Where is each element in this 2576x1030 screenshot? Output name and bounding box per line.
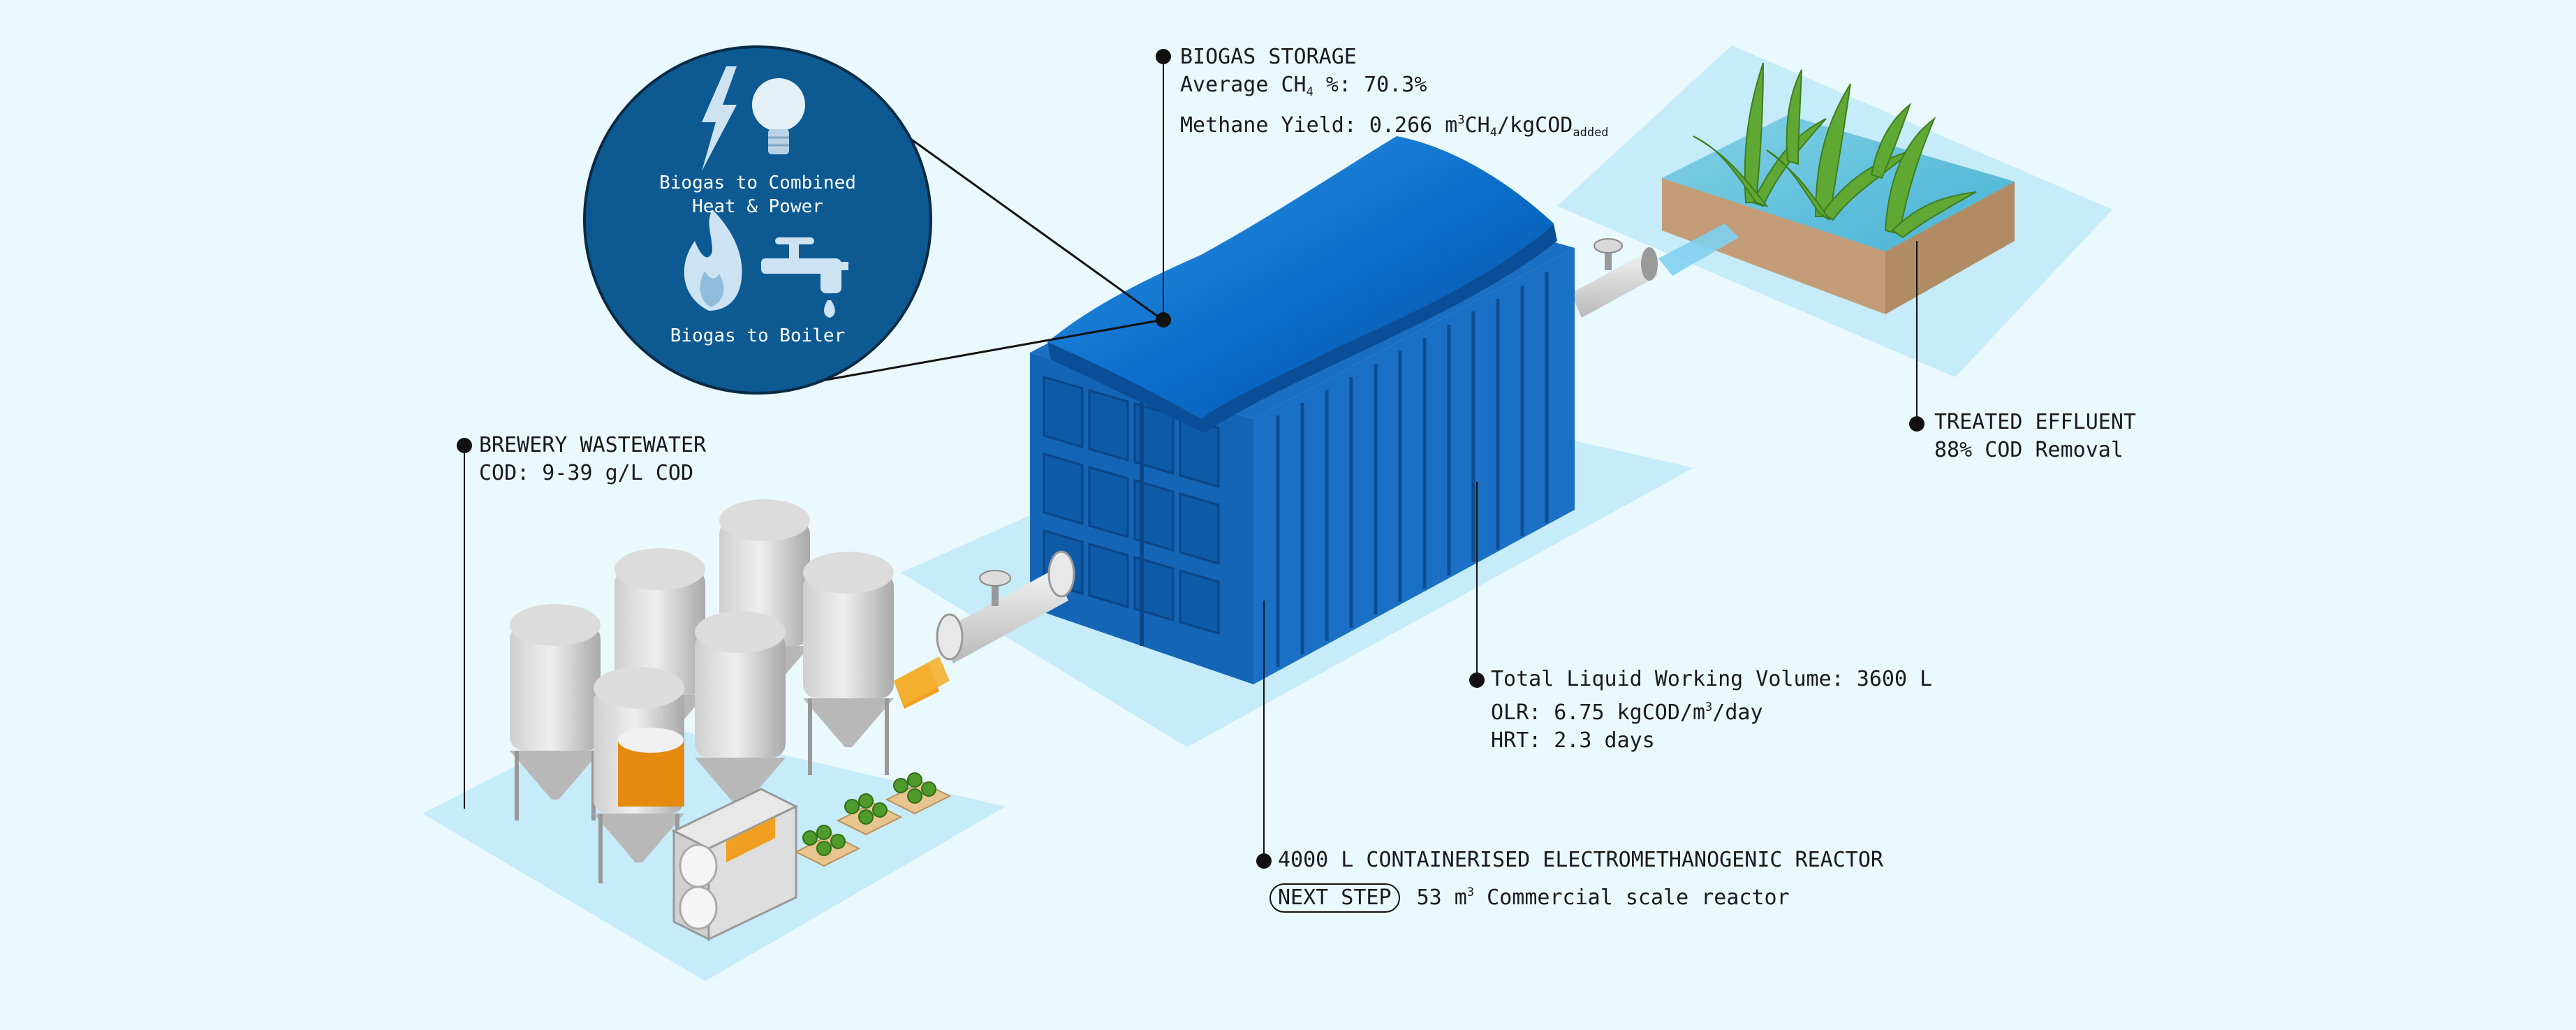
inlet-pipe	[894, 550, 1075, 709]
next-step-badge: NEXT STEP	[1269, 883, 1400, 913]
effluent-title: TREATED EFFLUENT	[1934, 410, 2136, 434]
flame-icon	[684, 209, 742, 311]
effluent-marker	[1909, 416, 1924, 432]
brewery-cod-value: COD: 9-39 g/L COD	[479, 461, 694, 485]
reactor-leader	[1263, 601, 1265, 862]
brewery-leader	[464, 446, 465, 809]
working-volume-value: Total Liquid Working Volume: 3600 L	[1491, 667, 1933, 691]
lightning-icon	[702, 66, 737, 171]
cod-removal-value: 88% COD Removal	[1934, 438, 2124, 462]
effluent-label: TREATED EFFLUENT 88% COD Removal	[1934, 409, 2136, 464]
reactor-title: 4000 L CONTAINERISED ELECTROMETHANOGENIC…	[1278, 848, 1883, 872]
hrt-value: HRT: 2.3 days	[1491, 728, 1655, 753]
reactor-params-marker	[1469, 672, 1485, 688]
bubble-leader-bottom	[809, 318, 1163, 384]
bubble-leader-top	[872, 110, 1163, 321]
brewery-title: BREWERY WASTEWATER	[479, 433, 707, 457]
boiler-label: Biogas to Boiler	[670, 325, 846, 346]
effluent-leader	[1916, 241, 1918, 422]
chp-label-line2: Heat & Power	[692, 196, 823, 217]
next-step-line: NEXT STEP 53 m3 Commercial scale reactor	[1269, 878, 1883, 913]
chp-label-line1: Biogas to Combined	[659, 172, 856, 193]
keg-rack	[671, 788, 799, 941]
fermenter-tanks	[510, 499, 894, 883]
olr-value: OLR: 6.75 kgCOD/m3/day	[1491, 700, 1763, 725]
biogas-bag	[1047, 136, 1557, 433]
biogas-storage-title: BIOGAS STORAGE	[1180, 45, 1357, 69]
chp-label: Biogas to Combined Heat & Power	[649, 171, 866, 219]
biogas-storage-label: BIOGAS STORAGE Average CH4 %: 70.3% Meth…	[1180, 43, 1609, 147]
brewery-label: BREWERY WASTEWATER COD: 9-39 g/L COD	[479, 432, 706, 487]
reactor-params-leader	[1476, 482, 1478, 677]
beer-crates	[794, 772, 952, 867]
reactor-params-label: Total Liquid Working Volume: 3600 L OLR:…	[1491, 665, 1932, 755]
average-ch4-value: Average CH4 %: 70.3%	[1180, 73, 1427, 99]
outlet-pipe	[1571, 223, 1739, 318]
bulb-icon	[752, 78, 805, 154]
tap-icon	[761, 237, 848, 318]
reactor-label: 4000 L CONTAINERISED ELECTROMETHANOGENIC…	[1269, 846, 1883, 913]
biogas-storage-leader	[1163, 57, 1164, 318]
methane-yield-value: Methane Yield: 0.266 m3CH4/kgCODadded	[1180, 113, 1609, 140]
reactor-marker	[1256, 853, 1272, 869]
constructed-wetland	[1662, 62, 2015, 314]
biogas-bag-marker	[1156, 312, 1171, 328]
energy-use-bubble	[583, 45, 932, 395]
